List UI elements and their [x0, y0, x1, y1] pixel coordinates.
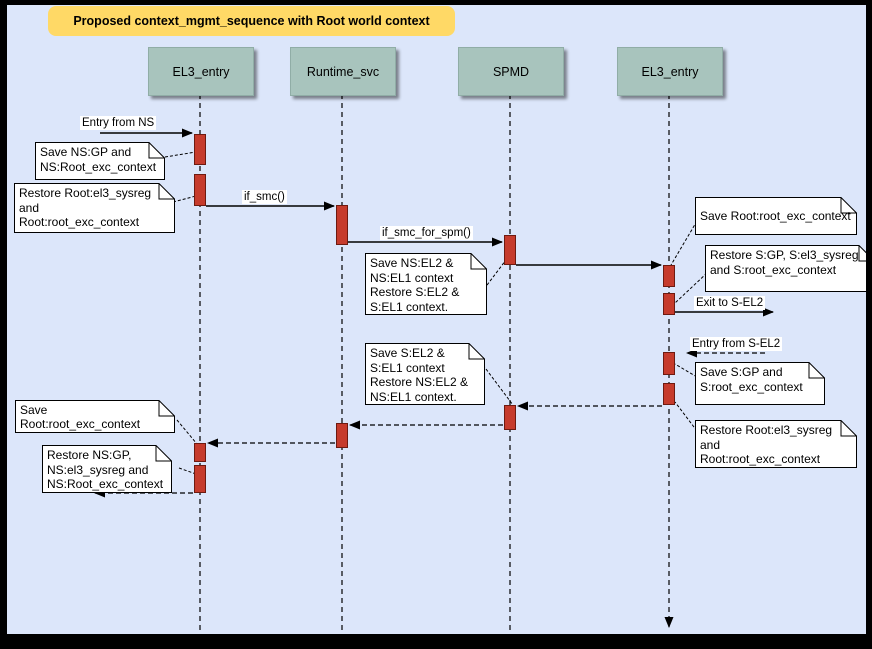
activation-bar-el3-2a: [663, 265, 675, 287]
note-text: Restore NS:GP, NS:el3_sysreg and NS:Root…: [47, 448, 164, 491]
note-save-root-exc-context-bottom: Save Root:root_exc_context: [15, 400, 175, 433]
diagram-title: Proposed context_mgmt_sequence with Root…: [48, 6, 455, 36]
activation-bar-el3-1a: [194, 134, 206, 165]
message-label-if-smc-for-spm: if_smc_for_spm(): [380, 226, 473, 240]
lifeline-header-spmd: SPMD: [458, 47, 564, 96]
diagram-canvas: Proposed context_mgmt_sequence with Root…: [7, 5, 866, 634]
note-text: Save Root:root_exc_context: [700, 209, 851, 224]
activation-bar-el3-2b: [663, 293, 675, 315]
activation-bar-el3-2c: [663, 352, 675, 375]
message-label-if-smc: if_smc(): [242, 190, 287, 204]
connector-save-ns-gp: [164, 151, 197, 158]
connector-save-s-el2: [479, 360, 514, 406]
note-text: Restore S:GP, S:el3_sysreg and S:root_ex…: [710, 248, 859, 277]
activation-bar-el3-2d: [663, 383, 675, 405]
note-text: Save NS:GP and NS:Root_exc_context: [40, 145, 157, 174]
note-save-ns-el2-restore-s-el2: Save NS:EL2 & NS:EL1 context Restore S:E…: [365, 253, 487, 315]
note-save-s-gp: Save S:GP and S:root_exc_context: [695, 362, 825, 405]
lifeline-header-runtime-svc: Runtime_svc: [290, 47, 396, 96]
message-label-entry-from-s-el2: Entry from S-EL2: [690, 337, 783, 351]
activation-bar-el3-1c: [194, 443, 206, 462]
note-text: Save S:EL2 & S:EL1 context Restore NS:EL…: [370, 346, 469, 404]
note-restore-s-gp: Restore S:GP, S:el3_sysreg and S:root_ex…: [705, 245, 866, 292]
activation-bar-el3-1b: [194, 174, 206, 206]
activation-bar-runtime-a: [336, 205, 348, 245]
message-label-entry-from-ns: Entry from NS: [80, 116, 157, 130]
note-text: Save Root:root_exc_context: [20, 402, 141, 432]
message-label-exit-to-s-el2: Exit to S-EL2: [694, 296, 766, 310]
activation-bar-runtime-b: [336, 423, 348, 448]
note-save-ns-gp: Save NS:GP and NS:Root_exc_context: [35, 142, 165, 180]
connector-save-s-gp: [674, 363, 698, 378]
note-restore-ns-gp: Restore NS:GP, NS:el3_sysreg and NS:Root…: [42, 445, 172, 493]
activation-bar-spmd-b: [504, 405, 516, 430]
note-text: Save S:GP and S:root_exc_context: [700, 365, 803, 394]
note-save-root-exc-context-top: Save Root:root_exc_context: [695, 197, 857, 235]
note-save-s-el2-restore-ns-el2: Save S:EL2 & S:EL1 context Restore NS:EL…: [365, 343, 485, 405]
connector-restore-s-gp: [674, 272, 708, 304]
activation-bar-spmd-a: [504, 235, 516, 265]
connector-save-root-exc-bottom: [176, 419, 198, 445]
diagram-lines: [94, 94, 774, 634]
activation-bar-el3-1d: [194, 465, 206, 493]
note-text: Restore Root:el3_sysreg and Root:root_ex…: [19, 186, 152, 229]
note-text: Save NS:EL2 & NS:EL1 context Restore S:E…: [370, 256, 460, 314]
note-restore-root-el3-sysreg-2: Restore Root:el3_sysreg and Root:root_ex…: [695, 420, 857, 468]
connector-save-root-exc-top: [670, 220, 698, 266]
connector-restore-root-el3-sysreg-2: [674, 401, 698, 432]
lifeline-header-el3-entry-2: EL3_entry: [617, 47, 723, 96]
connector-restore-root-el3-sysreg: [172, 195, 197, 203]
connector-save-ns-el2: [483, 259, 507, 290]
note-restore-root-el3-sysreg: Restore Root:el3_sysreg and Root:root_ex…: [14, 183, 175, 233]
connector-restore-ns-gp: [178, 467, 197, 475]
note-text: Restore Root:el3_sysreg and Root:root_ex…: [700, 423, 833, 466]
lifeline-header-el3-entry-1: EL3_entry: [148, 47, 254, 96]
